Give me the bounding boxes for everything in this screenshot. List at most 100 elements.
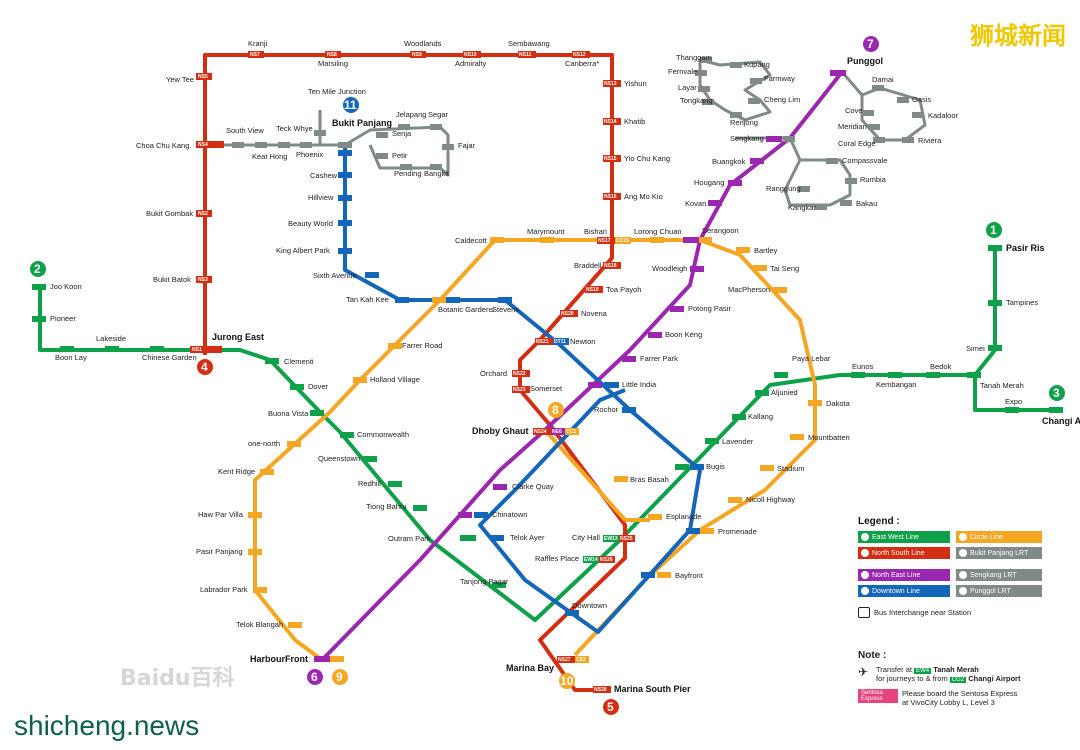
legend-ne: North East Line	[858, 569, 950, 581]
svg-text:Woodlands: Woodlands	[404, 39, 442, 48]
svg-text:Marsiling: Marsiling	[318, 59, 348, 68]
svg-text:Compassvale: Compassvale	[842, 156, 887, 165]
svg-text:Fajar: Fajar	[458, 141, 476, 150]
svg-text:Dakota: Dakota	[826, 399, 851, 408]
svg-text:Promenade: Promenade	[718, 527, 757, 536]
svg-text:Downtown: Downtown	[572, 601, 607, 610]
svg-text:Woodleigh: Woodleigh	[652, 264, 687, 273]
svg-text:Buangkok: Buangkok	[712, 157, 746, 166]
svg-text:Tiong Bahru: Tiong Bahru	[366, 502, 407, 511]
svg-text:Bartley: Bartley	[754, 246, 778, 255]
svg-text:Admiralty: Admiralty	[455, 59, 487, 68]
svg-text:Teck Whye: Teck Whye	[276, 124, 313, 133]
svg-text:Farmway: Farmway	[764, 74, 795, 83]
svg-text:10: 10	[560, 674, 574, 688]
svg-text:Cove: Cove	[845, 106, 863, 115]
svg-text:Caldecott: Caldecott	[455, 236, 488, 245]
svg-text:Stevens: Stevens	[492, 305, 519, 314]
svg-text:Jelapang: Jelapang	[396, 110, 426, 119]
svg-text:Changi Airport: Changi Airport	[1042, 416, 1080, 426]
station-labels: Kranji Marsiling Woodlands Admiralty Sem…	[50, 39, 1080, 694]
svg-text:Eunos: Eunos	[852, 362, 874, 371]
legend-dt: Downtown Line	[858, 585, 950, 597]
legend-sk: Sengkang LRT	[956, 569, 1042, 581]
svg-text:Bishan: Bishan	[584, 227, 607, 236]
legend-bp: Bukit Panjang LRT	[956, 547, 1042, 559]
svg-text:HarbourFront: HarbourFront	[250, 654, 308, 664]
svg-text:Bukit Gombak: Bukit Gombak	[146, 209, 193, 218]
svg-text:Choa Chu Kang: Choa Chu Kang	[136, 141, 189, 150]
svg-text:Lorong Chuan: Lorong Chuan	[634, 227, 682, 236]
svg-text:Novena: Novena	[581, 309, 608, 318]
svg-text:NS4: NS4	[198, 142, 208, 148]
svg-text:Jurong East: Jurong East	[212, 332, 264, 342]
svg-text:EW13: EW13	[604, 536, 618, 542]
svg-text:NS5: NS5	[198, 74, 208, 80]
svg-text:EW14: EW14	[584, 557, 598, 563]
svg-text:Hillview: Hillview	[308, 193, 334, 202]
svg-text:Little India: Little India	[622, 380, 657, 389]
svg-text:Raffles Place: Raffles Place	[535, 554, 579, 563]
svg-text:Simei: Simei	[966, 344, 985, 353]
legend-pg: Punggol LRT	[956, 585, 1042, 597]
svg-text:Potong Pasir: Potong Pasir	[688, 304, 731, 313]
svg-text:Labrador Park: Labrador Park	[200, 585, 248, 594]
svg-text:Stadium: Stadium	[777, 464, 805, 473]
svg-text:NS26: NS26	[600, 557, 613, 563]
svg-text:Rumbia: Rumbia	[860, 175, 887, 184]
svg-text:Yew Tee: Yew Tee	[166, 75, 194, 84]
note: Note : ✈ Transfer at EW4 Tanah Merah for…	[858, 650, 1058, 713]
svg-text:Sixth Avenue: Sixth Avenue	[313, 271, 357, 280]
svg-text:NS25: NS25	[620, 536, 633, 542]
svg-text:Braddell: Braddell	[574, 261, 602, 270]
svg-text:Botanic Gardens: Botanic Gardens	[438, 305, 494, 314]
svg-text:NS12: NS12	[573, 52, 586, 58]
line-number-badges: 1 2 3 4 5 6 7 8 9 10 11	[30, 36, 1065, 715]
svg-text:one-north: one-north	[248, 439, 280, 448]
svg-text:South View: South View	[226, 126, 264, 135]
svg-text:Pasir Ris: Pasir Ris	[1006, 243, 1045, 253]
svg-text:Cheng Lim: Cheng Lim	[764, 95, 800, 104]
sentosa-express-badge: Sentosa Express	[858, 689, 898, 703]
svg-text:11: 11	[344, 98, 357, 112]
svg-text:Toa Payoh: Toa Payoh	[606, 285, 641, 294]
svg-text:Holland Village: Holland Village	[370, 375, 420, 384]
svg-text:Bukit Batok: Bukit Batok	[153, 275, 191, 284]
svg-text:Queenstown: Queenstown	[318, 454, 360, 463]
svg-text:Tan Kah Kee: Tan Kah Kee	[346, 295, 389, 304]
svg-text:NS23: NS23	[513, 387, 526, 393]
svg-text:Ang Mo Kio: Ang Mo Kio	[624, 192, 663, 201]
svg-text:Khatib: Khatib	[624, 117, 645, 126]
svg-text:CC15: CC15	[616, 238, 629, 244]
ew-markers	[32, 245, 1063, 588]
svg-text:Boon Keng: Boon Keng	[665, 330, 702, 339]
svg-text:NS7: NS7	[250, 52, 260, 58]
svg-text:Petir: Petir	[392, 151, 408, 160]
svg-text:4: 4	[201, 360, 208, 374]
svg-text:DT11: DT11	[554, 339, 566, 345]
svg-text:Oasis: Oasis	[912, 95, 931, 104]
svg-text:Bayfront: Bayfront	[675, 571, 704, 580]
note-sentosa: Sentosa Express Please board the Sentosa…	[858, 689, 1058, 707]
svg-text:Ranggung: Ranggung	[766, 184, 801, 193]
svg-text:Pioneer: Pioneer	[50, 314, 76, 323]
svg-text:Phoenix: Phoenix	[296, 150, 323, 159]
svg-text:Farrer Road: Farrer Road	[402, 341, 442, 350]
station-code-tags: NS5 NS4 NS2 NS3 NS1 NS7 NS8 NS9 NS10 NS1…	[190, 51, 635, 693]
svg-text:City Hall: City Hall	[572, 533, 600, 542]
svg-text:Segar: Segar	[428, 110, 449, 119]
svg-text:Senja: Senja	[392, 129, 412, 138]
svg-text:Farrer Park: Farrer Park	[640, 354, 678, 363]
note-transfer: ✈ Transfer at EW4 Tanah Merah for journe…	[858, 665, 1021, 683]
svg-text:NS3: NS3	[198, 277, 208, 283]
svg-text:Pending: Pending	[394, 169, 422, 178]
svg-text:NS16: NS16	[604, 194, 617, 200]
svg-text:NE6: NE6	[552, 429, 562, 435]
svg-text:1: 1	[990, 223, 997, 237]
svg-text:Kent Ridge: Kent Ridge	[218, 467, 255, 476]
svg-text:Lavender: Lavender	[722, 437, 754, 446]
svg-text:Pasir Panjang: Pasir Panjang	[196, 547, 243, 556]
lrt-markers	[232, 57, 924, 210]
svg-text:Thanggam: Thanggam	[676, 53, 712, 62]
